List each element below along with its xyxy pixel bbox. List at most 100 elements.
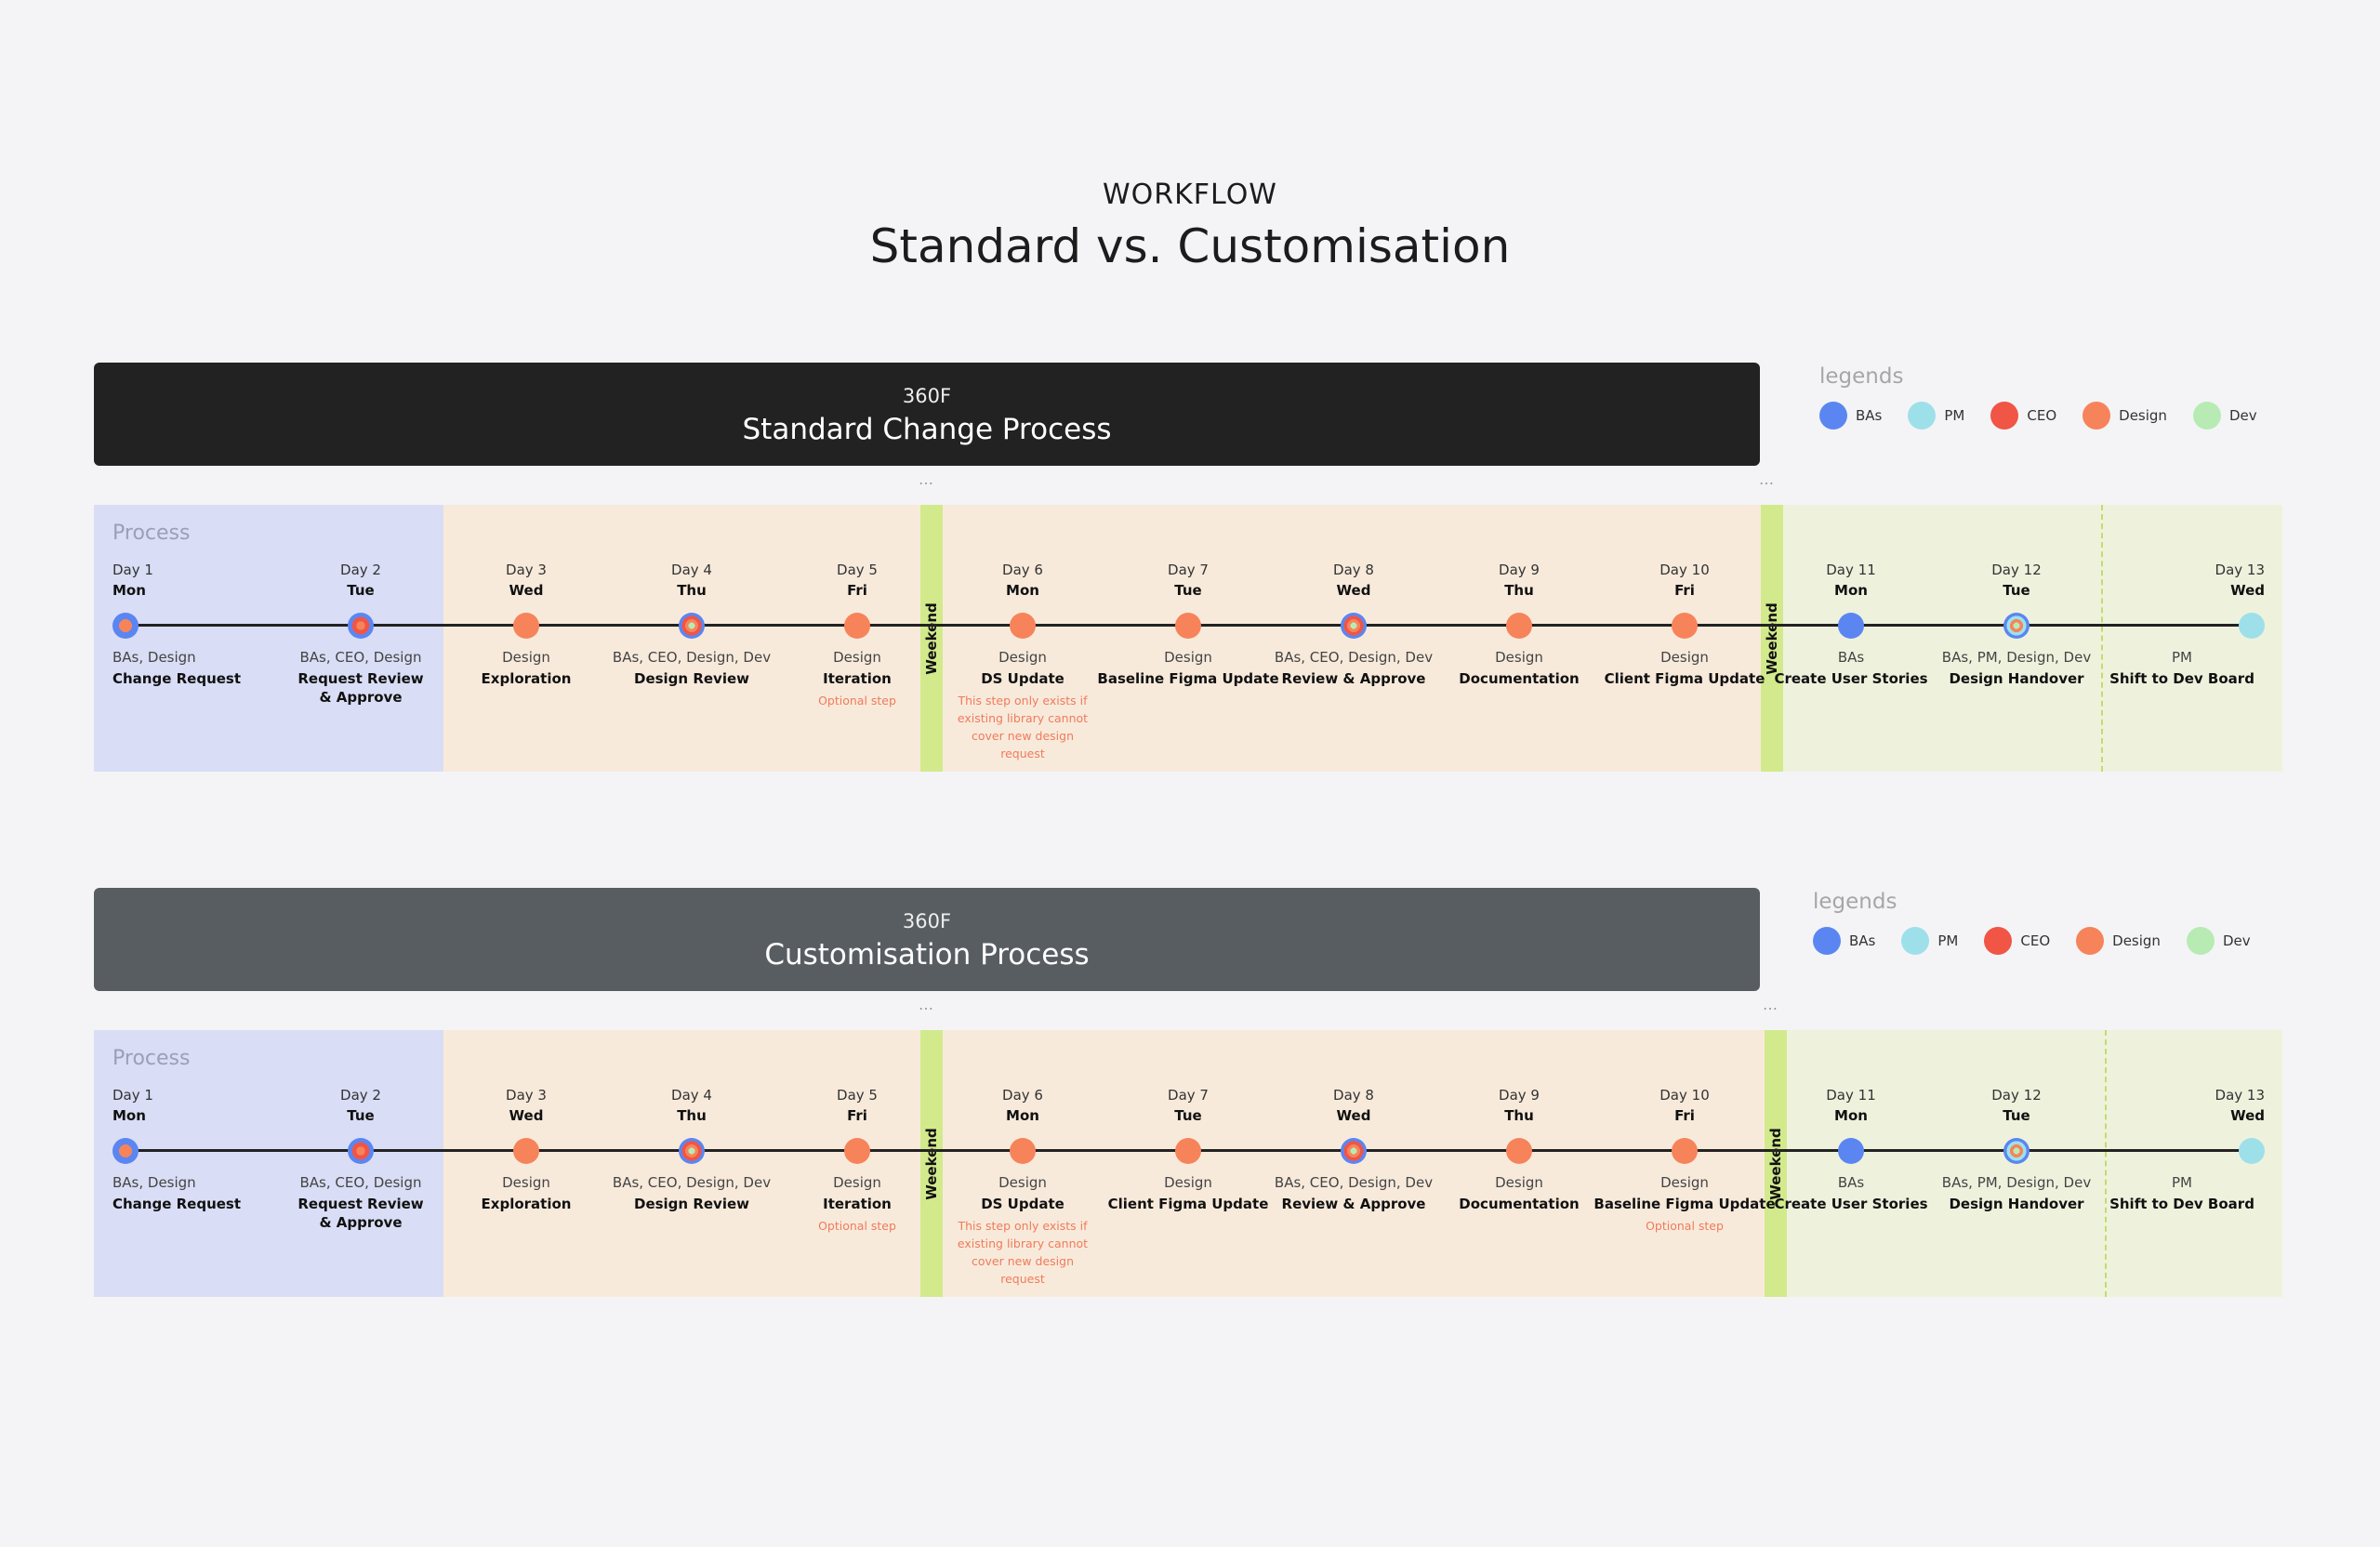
legend-item-design: Design <box>2076 927 2161 955</box>
step-day-text: Day 9 <box>1499 1087 1540 1104</box>
step-roles-text: BAs, Design <box>112 1174 196 1191</box>
step-day-text: Day 6 <box>1002 1087 1043 1104</box>
legend-label: Dev <box>2222 932 2251 949</box>
process-name: Standard Change Process <box>742 413 1112 446</box>
step-task-text: Review & Approve <box>1281 670 1426 687</box>
step-task-text: Design Review <box>633 670 750 687</box>
step-node-icon <box>1175 1138 1201 1164</box>
step-roles-text: PM <box>2172 649 2192 666</box>
step-node-icon <box>1506 1138 1532 1164</box>
legend-item-dev: Dev <box>2186 927 2251 955</box>
weekend-zone <box>920 1030 943 1297</box>
weekend-text: Weekend <box>923 602 940 675</box>
step-note-text: Optional step <box>818 694 896 707</box>
legend-dot-icon <box>1819 402 1847 430</box>
step-task-text: Design Review <box>633 1196 750 1212</box>
phase-zone <box>94 505 443 772</box>
step-weekday-text: Wed <box>2230 582 2265 599</box>
legend-label: CEO <box>2020 932 2051 949</box>
weekend-zone <box>1765 1030 1787 1297</box>
step-day-text: Day 12 <box>1991 1087 2042 1104</box>
step-weekday-text: Tue <box>1174 582 1202 599</box>
ellipsis-icon: … <box>919 996 935 1013</box>
step-task-text: Create User Stories <box>1774 1196 1928 1212</box>
step-roles-text: BAs, CEO, Design <box>299 1174 422 1191</box>
step-task-text: Exploration <box>481 670 572 687</box>
step-roles-text: Design <box>998 649 1047 666</box>
step-weekday-text: Fri <box>847 582 867 599</box>
workflow-kicker: WORKFLOW <box>1103 178 1277 211</box>
step-weekday-text: Tue <box>1174 1107 1202 1124</box>
process-label: Process <box>112 1047 191 1070</box>
step-node-icon <box>112 1138 139 1164</box>
step-weekday-text: Thu <box>1504 582 1534 599</box>
legend-label: Design <box>2119 407 2167 424</box>
step-weekday-text: Mon <box>1006 1107 1039 1124</box>
weekend-text: Weekend <box>1767 1127 1784 1200</box>
legend-item-ceo: CEO <box>1984 927 2050 955</box>
step-day-text: Day 5 <box>837 562 878 578</box>
step-node-icon <box>348 613 374 639</box>
step-roles-text: BAs, CEO, Design <box>299 649 422 666</box>
step-weekday-text: Mon <box>112 1107 146 1124</box>
step-roles-text: Design <box>1164 649 1212 666</box>
step-node-icon <box>679 1138 705 1164</box>
weekend-label: Weekend <box>1765 1030 1787 1297</box>
weekend-zone <box>1761 505 1783 772</box>
step-task-text: Design Handover <box>1949 670 2084 687</box>
step-day-text: Day 7 <box>1168 562 1209 578</box>
step-node-icon <box>1010 613 1036 639</box>
legend-dot-icon <box>2192 402 2221 430</box>
step-day-text: Day 12 <box>1991 562 2042 578</box>
step-roles-text: BAs, PM, Design, Dev <box>1941 649 2092 666</box>
step-note-text: This step only exists if existing librar… <box>957 694 1089 760</box>
step-node-icon <box>1341 613 1367 639</box>
step-weekday-text: Tue <box>347 582 375 599</box>
step-roles-text: Design <box>833 649 881 666</box>
weekend-text: Weekend <box>923 1127 940 1200</box>
step-weekday-text: Wed <box>509 582 544 599</box>
step-roles-text: BAs, CEO, Design, Dev <box>1274 649 1434 666</box>
weekend-label: Weekend <box>920 1030 943 1297</box>
legend-item-pm: PM <box>1901 927 1958 955</box>
step-day-text: Day 9 <box>1499 562 1540 578</box>
legend-title: legends <box>1813 890 1897 914</box>
step-task-text: Change Request <box>112 1196 242 1212</box>
step-task-text: DS Update <box>981 670 1064 687</box>
legend-label: BAs <box>1849 932 1876 949</box>
step-node-icon <box>513 613 539 639</box>
step-roles-text: BAs <box>1837 649 1865 666</box>
step-node-icon <box>679 613 705 639</box>
legend-label: Design <box>2112 932 2161 949</box>
step-task-text: Review & Approve <box>1281 1196 1426 1212</box>
step-task-text: Baseline Figma Update <box>1097 670 1279 687</box>
legend-dot-icon <box>1990 402 2019 430</box>
legend-label: Dev <box>2228 407 2257 424</box>
process-header: 360F Standard Change Process <box>94 363 1760 466</box>
legend-item-bas: BAs <box>1819 402 1882 430</box>
step-weekday-text: Fri <box>847 1107 867 1124</box>
step-roles-text: Design <box>1660 1174 1709 1191</box>
step-node-icon <box>2239 1138 2265 1164</box>
step-node-icon <box>1672 613 1698 639</box>
legend: BAs PM CEO Design Dev <box>1813 927 2277 955</box>
process-name: Customisation Process <box>764 938 1090 972</box>
step-weekday-text: Fri <box>1674 582 1695 599</box>
weekend-zone <box>920 505 943 772</box>
phase-zone <box>1787 1030 2282 1297</box>
weekend-label: Weekend <box>920 505 943 772</box>
ellipsis-icon: … <box>1763 996 1779 1013</box>
step-day-text: Day 7 <box>1168 1087 1209 1104</box>
step-weekday-text: Wed <box>1336 1107 1371 1124</box>
step-roles-text: Design <box>1660 649 1709 666</box>
step-node-icon <box>1341 1138 1367 1164</box>
step-day-text: Day 5 <box>837 1087 878 1104</box>
step-node-icon <box>348 1138 374 1164</box>
legend-dot-icon <box>1984 927 2013 955</box>
step-task-text: Iteration <box>823 1196 892 1212</box>
step-node-icon <box>2003 1138 2030 1164</box>
process-code: 360F <box>902 385 952 407</box>
step-node-icon <box>844 1138 870 1164</box>
ellipsis-icon: … <box>919 470 935 488</box>
